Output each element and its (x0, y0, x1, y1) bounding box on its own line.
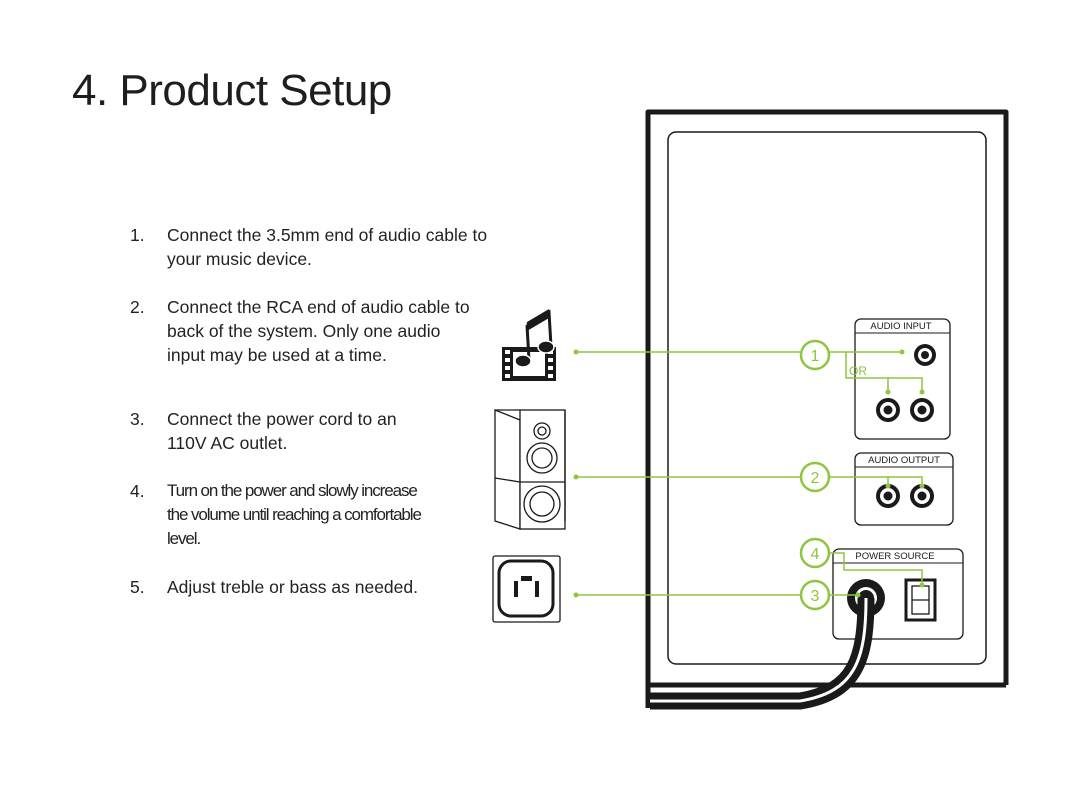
callout-4: 4 (799, 537, 831, 569)
aux-jack (914, 344, 936, 366)
step-5: 5. Adjust treble or bass as needed. (130, 575, 500, 599)
callout-number: 2 (811, 470, 820, 487)
step-text: Connect the power cord to an 110V AC out… (167, 409, 397, 453)
step-text: Connect the RCA end of audio cable to ba… (167, 297, 470, 365)
callout-number: 1 (811, 348, 820, 365)
callout-number: 3 (811, 588, 820, 605)
speaker-back-panel (645, 109, 1009, 708)
rca-input-right (910, 398, 934, 422)
step-text: Adjust treble or bass as needed. (167, 577, 418, 597)
audio-output-label: AUDIO OUTPUT (868, 455, 940, 466)
audio-input-panel: AUDIO INPUT (854, 318, 951, 440)
rca-output-left (876, 484, 900, 508)
step-number: 5. (130, 577, 145, 597)
step-number: 4. (130, 481, 145, 501)
or-label: OR (849, 364, 867, 378)
callout-number: 4 (811, 546, 820, 563)
connection-lines (576, 351, 923, 596)
step-text: Turn on the power and slowly increase th… (167, 481, 422, 548)
step-4: 4. Turn on the power and slowly increase… (130, 479, 430, 551)
power-outlet-icon (492, 555, 561, 623)
audio-output-panel: AUDIO OUTPUT (854, 452, 954, 526)
rca-output-right (910, 484, 934, 508)
connection-dots (573, 349, 925, 598)
callout-1: 1 (799, 339, 831, 371)
step-2: 2. Connect the RCA end of audio cable to… (130, 295, 475, 367)
callout-2: 2 (799, 461, 831, 493)
audio-input-label: AUDIO INPUT (870, 321, 931, 332)
power-source-panel: POWER SOURCE (832, 548, 964, 640)
power-source-label: POWER SOURCE (855, 551, 934, 562)
rca-input-left (876, 398, 900, 422)
step-3: 3. Connect the power cord to an 110V AC … (130, 407, 440, 455)
step-number: 3. (130, 409, 145, 429)
callout-3: 3 (799, 579, 831, 611)
page-title: 4. Product Setup (72, 66, 392, 115)
music-device-icon (502, 309, 556, 381)
step-number: 2. (130, 297, 145, 317)
speaker-icon (494, 409, 566, 530)
step-text: Connect the 3.5mm end of audio cable to … (167, 225, 488, 269)
step-1: 1. Connect the 3.5mm end of audio cable … (130, 223, 500, 271)
step-number: 1. (130, 225, 145, 245)
power-cord (650, 597, 875, 710)
